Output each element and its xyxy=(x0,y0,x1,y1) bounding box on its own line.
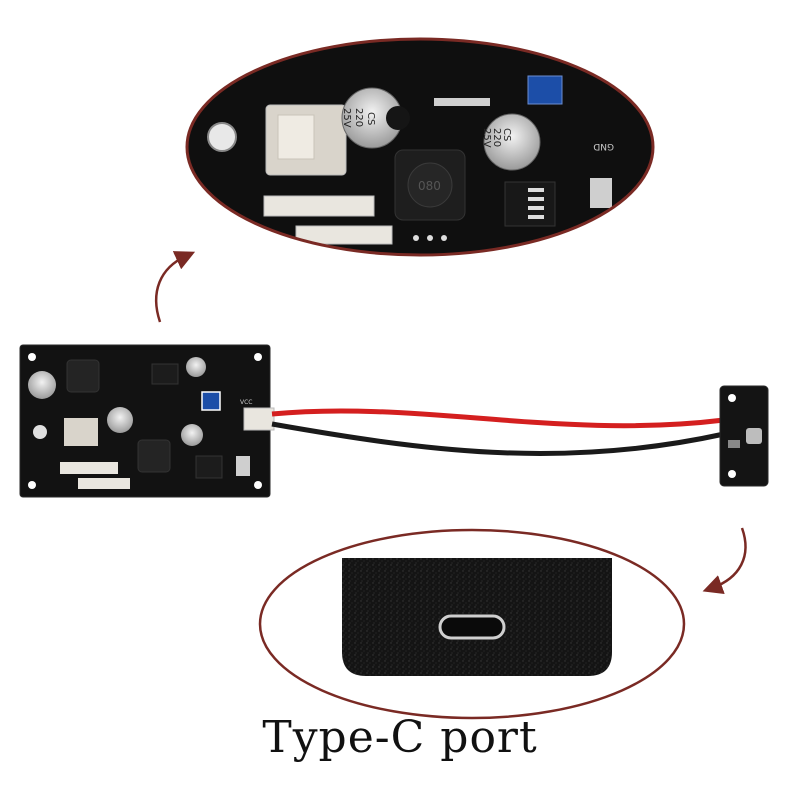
pcb-board: VCC xyxy=(19,344,275,498)
capacitor-label: 220 xyxy=(353,108,364,127)
header-pins xyxy=(413,235,447,241)
ic-chip xyxy=(504,181,556,227)
capacitor-label: 25V xyxy=(341,108,352,128)
cable-wires xyxy=(271,408,725,456)
potentiometer xyxy=(201,391,221,411)
ic-chip xyxy=(195,455,223,479)
ic-chip xyxy=(151,363,179,385)
push-button-switch xyxy=(64,418,98,446)
wire-connector xyxy=(60,462,118,474)
electrolytic-capacitor xyxy=(28,371,56,399)
smd-pad xyxy=(236,456,250,476)
curved-arrow-up xyxy=(155,251,196,323)
capacitor-label: 220 xyxy=(491,128,502,147)
wire-connector xyxy=(78,478,130,489)
smd-pad xyxy=(434,98,490,106)
red-wire xyxy=(271,408,725,429)
wire-connector xyxy=(295,225,393,245)
smd-pad xyxy=(728,440,740,448)
capacitor-label: 25V xyxy=(481,128,492,148)
power-inductor: 080 xyxy=(394,149,466,221)
capacitor-label: CS xyxy=(501,128,512,141)
electrolytic-capacitor: CS 220 25V xyxy=(481,113,541,171)
gnd-label: GND xyxy=(593,141,614,151)
usb-c-socket xyxy=(746,428,762,444)
potentiometer xyxy=(527,75,563,105)
zoom-ellipse-board-detail: CS 220 25V 080 CS 220 25V xyxy=(185,37,655,257)
type-c-module xyxy=(719,385,769,487)
electrolytic-capacitor xyxy=(181,424,203,446)
black-wire xyxy=(271,421,725,456)
caption-type-c-port: Type-C port xyxy=(262,712,538,763)
smd-pad xyxy=(590,178,612,208)
usb-c-port-icon xyxy=(438,614,506,640)
capacitor-label: CS xyxy=(365,112,376,125)
led-component xyxy=(33,425,47,439)
electrolytic-capacitor xyxy=(186,357,206,377)
wire-connector xyxy=(263,195,375,217)
inductor-label: 080 xyxy=(418,179,441,193)
vcc-label: VCC xyxy=(240,399,252,406)
power-inductor xyxy=(66,359,100,393)
output-connector xyxy=(243,407,275,431)
electrolytic-capacitor: CS 220 25V xyxy=(341,87,410,149)
curved-arrow-down xyxy=(702,527,747,595)
led-component xyxy=(207,122,237,152)
push-button-switch xyxy=(265,104,347,176)
zoom-ellipse-type-c-port xyxy=(258,528,686,720)
electrolytic-capacitor xyxy=(107,407,133,433)
power-inductor xyxy=(137,439,171,473)
